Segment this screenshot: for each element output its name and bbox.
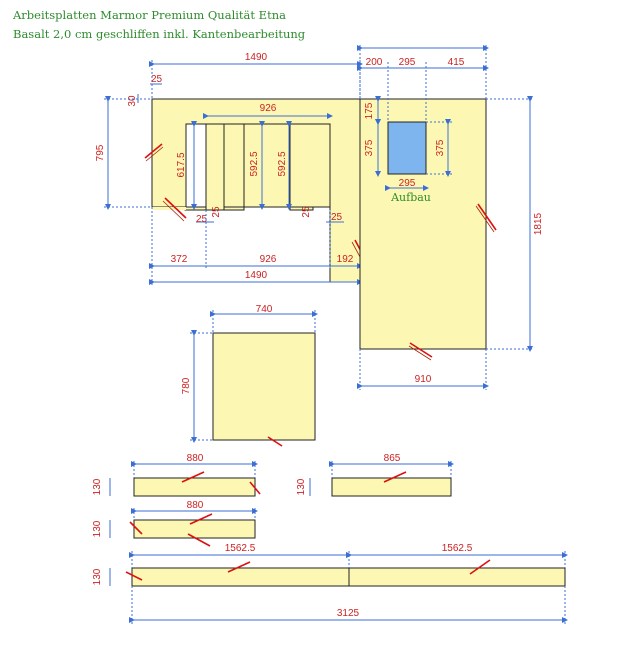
dim-cut-v2: 375 [364,139,375,156]
dim-left-inner-height: 617.5 [176,152,187,177]
edge-mark-square [267,436,283,447]
inner-leg [205,123,225,211]
dim-bottom-total: 1490 [245,270,268,281]
dim-strip-2-height: 130 [296,478,307,495]
dim-long-left: 1562.5 [225,543,256,554]
right-leg [289,123,331,208]
mid-leg [223,123,245,208]
strip-1: 880 130 [92,453,261,497]
dim-right-width: 910 [415,374,432,385]
dim-square-height: 780 [181,377,192,394]
dim-bottom-mid: 926 [260,254,277,265]
square-piece: 740 780 [181,304,318,447]
dim-tab-a: 25 [196,214,208,225]
dim-notch-height: 30 [127,95,138,107]
dim-long-right: 1562.5 [442,543,473,554]
dim-cut-width: 295 [399,178,416,189]
strip-2-outline [331,477,452,497]
strip-1-outline [133,477,256,497]
cutout [387,121,427,175]
dim-mid-height-b: 592.5 [277,151,288,176]
edge-marks-right [408,203,497,361]
dim-strip-2-width: 865 [384,453,401,464]
dim-seg-1: 200 [366,57,383,68]
dim-bottom-right: 192 [337,254,354,265]
dim-right-height: 1815 [533,212,544,235]
dim-left-height: 795 [95,144,106,161]
dim-bottom-left: 372 [171,254,188,265]
dim-long-total: 3125 [337,608,360,619]
strip-2: 865 130 [296,453,454,497]
dim-seg-3: 415 [448,57,465,68]
dim-seg-2: 295 [399,57,416,68]
long-strip-right [348,567,566,587]
dim-square-width: 740 [256,304,273,315]
right-piece: 200 295 415 175 375 375 295 Aufbau 1815 … [357,45,544,390]
dim-inner-width: 926 [260,103,277,114]
dim-tab-d: 25 [331,212,343,223]
dim-strip-3-width: 880 [187,500,204,511]
main-piece: 1490 25 30 795 926 617.5 592.5 592.5 25 … [95,52,371,286]
long-strip-left [131,567,350,587]
cutout-label: Aufbau [390,191,431,204]
title-line-2: Basalt 2,0 cm geschliffen inkl. Kantenbe… [13,27,306,41]
dim-mid-height-a: 592.5 [249,151,260,176]
dim-tab-b: 25 [211,206,222,218]
dim-notch-width: 25 [151,74,163,85]
dim-strip-3-height: 130 [92,520,103,537]
title-line-1: Arbeitsplatten Marmor Premium Qualität E… [13,8,286,22]
dim-long-height: 130 [92,568,103,585]
dim-tab-c: 25 [301,206,312,218]
dim-strip-1-height: 130 [92,478,103,495]
dim-cut-v3: 375 [435,139,446,156]
square-piece-outline [212,332,316,441]
dim-cut-v1: 175 [364,102,375,119]
dim-strip-1-width: 880 [187,453,204,464]
long-strip: 1562.5 1562.5 130 3125 [92,543,568,624]
strip-3: 880 130 [92,500,258,547]
dim-top-width: 1490 [245,52,268,63]
